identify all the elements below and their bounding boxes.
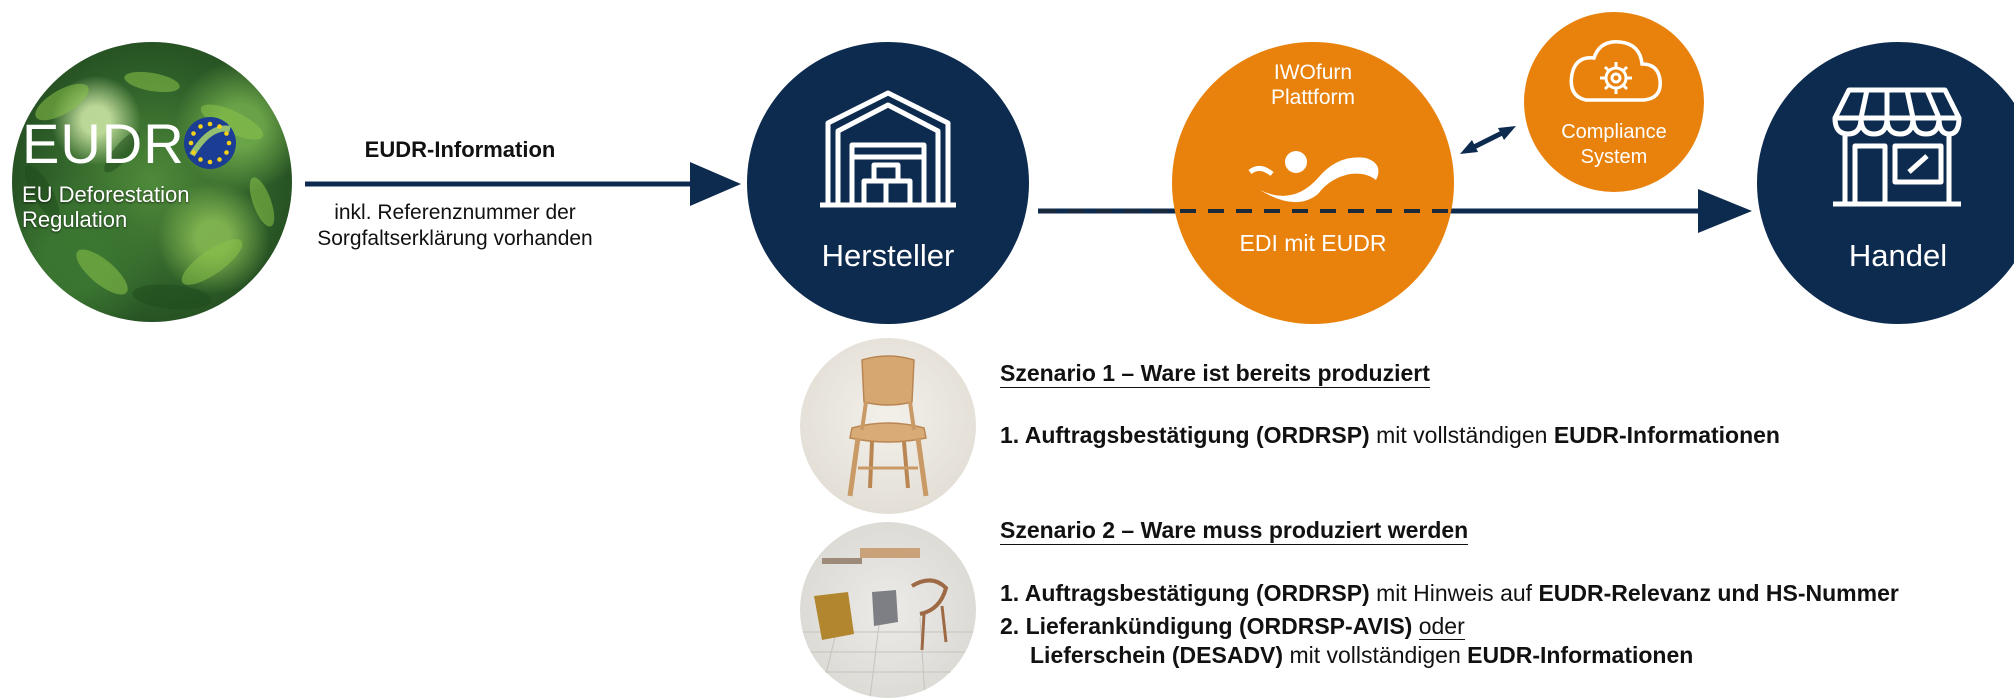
hersteller-node: Hersteller: [747, 42, 1029, 324]
scenario2-hinweis: mit Hinweis auf: [1369, 580, 1539, 606]
eudr-information-note: inkl. Referenznummer der Sorgfaltserklär…: [317, 201, 593, 251]
double-arrow-icon: [1460, 126, 1516, 154]
iwofurn-platform-node: IWOfurn Plattform EDI mit EUDR: [1172, 42, 1454, 324]
scenario2-heading: Szenario 2 – Ware muss produziert werden: [1000, 517, 1469, 545]
scenario1-eudr-info: EUDR-Informationen: [1553, 422, 1780, 448]
chair-photo: [800, 338, 976, 514]
iwofurn-logo-icon: [1248, 151, 1379, 203]
scenario2-ordrsp: 1. Auftragsbestätigung (ORDRSP): [1000, 580, 1370, 606]
workshop-photo: [800, 522, 976, 698]
scenario2-eudr-relevanz: EUDR-Relevanz und HS-Nummer: [1538, 580, 1899, 606]
scenario2-oder: oder: [1418, 613, 1465, 640]
scenario2-vollstaendig: mit vollständigen: [1283, 642, 1468, 668]
arrow-eudr-to-hersteller: [305, 162, 741, 206]
eudr-subtitle: EU Deforestation Regulation: [22, 182, 190, 233]
scenario1-ordrsp: 1. Auftragsbestätigung (ORDRSP): [1000, 422, 1370, 448]
edi-dashed-line: [1040, 209, 1460, 213]
scenario1-heading: Szenario 1 – Ware ist bereits produziert: [1000, 360, 1430, 388]
eudr-title: EUDR: [22, 112, 185, 175]
edi-label: EDI mit EUDR: [1239, 230, 1387, 256]
eudr-image-circle: [12, 42, 292, 322]
scenario1-line1: 1. Auftragsbestätigung (ORDRSP) mit voll…: [1000, 422, 1780, 449]
compliance-system-node: Compliance System: [1524, 12, 1704, 192]
platform-name-line1: IWOfurn: [1273, 61, 1353, 84]
chair-icon: [847, 355, 929, 497]
chair-models-icon: [800, 548, 976, 698]
eu-flag-icon: [184, 117, 236, 169]
scenario2-line1: 1. Auftragsbestätigung (ORDRSP) mit Hinw…: [1000, 580, 1899, 607]
hersteller-label: Hersteller: [821, 238, 955, 273]
scenario1-text: mit vollständigen: [1369, 422, 1554, 448]
compliance-line1: Compliance: [1561, 121, 1667, 143]
handel-label: Handel: [1848, 238, 1948, 273]
scenario2-line2: 2. Lieferankündigung (ORDRSP-AVIS) oder: [1000, 613, 1465, 640]
compliance-line2: System: [1580, 146, 1648, 168]
scenario2-desadv: Lieferschein (DESADV): [1030, 642, 1284, 668]
factory-icon: [820, 90, 956, 208]
scenario2-avis: 2. Lieferankündigung (ORDRSP-AVIS): [1000, 613, 1413, 639]
eudr-information-label: EUDR-Information: [364, 137, 556, 162]
scenario2-line3: Lieferschein (DESADV) mit vollständigen …: [1030, 642, 1693, 669]
cloud-gear-icon: [1569, 40, 1662, 102]
scenario2-eudr-info: EUDR-Informationen: [1467, 642, 1694, 668]
store-icon: [1832, 87, 1962, 207]
handel-node: Handel: [1757, 42, 2014, 324]
jungle-background: [24, 71, 275, 310]
platform-name-line2: Plattform: [1270, 86, 1356, 110]
